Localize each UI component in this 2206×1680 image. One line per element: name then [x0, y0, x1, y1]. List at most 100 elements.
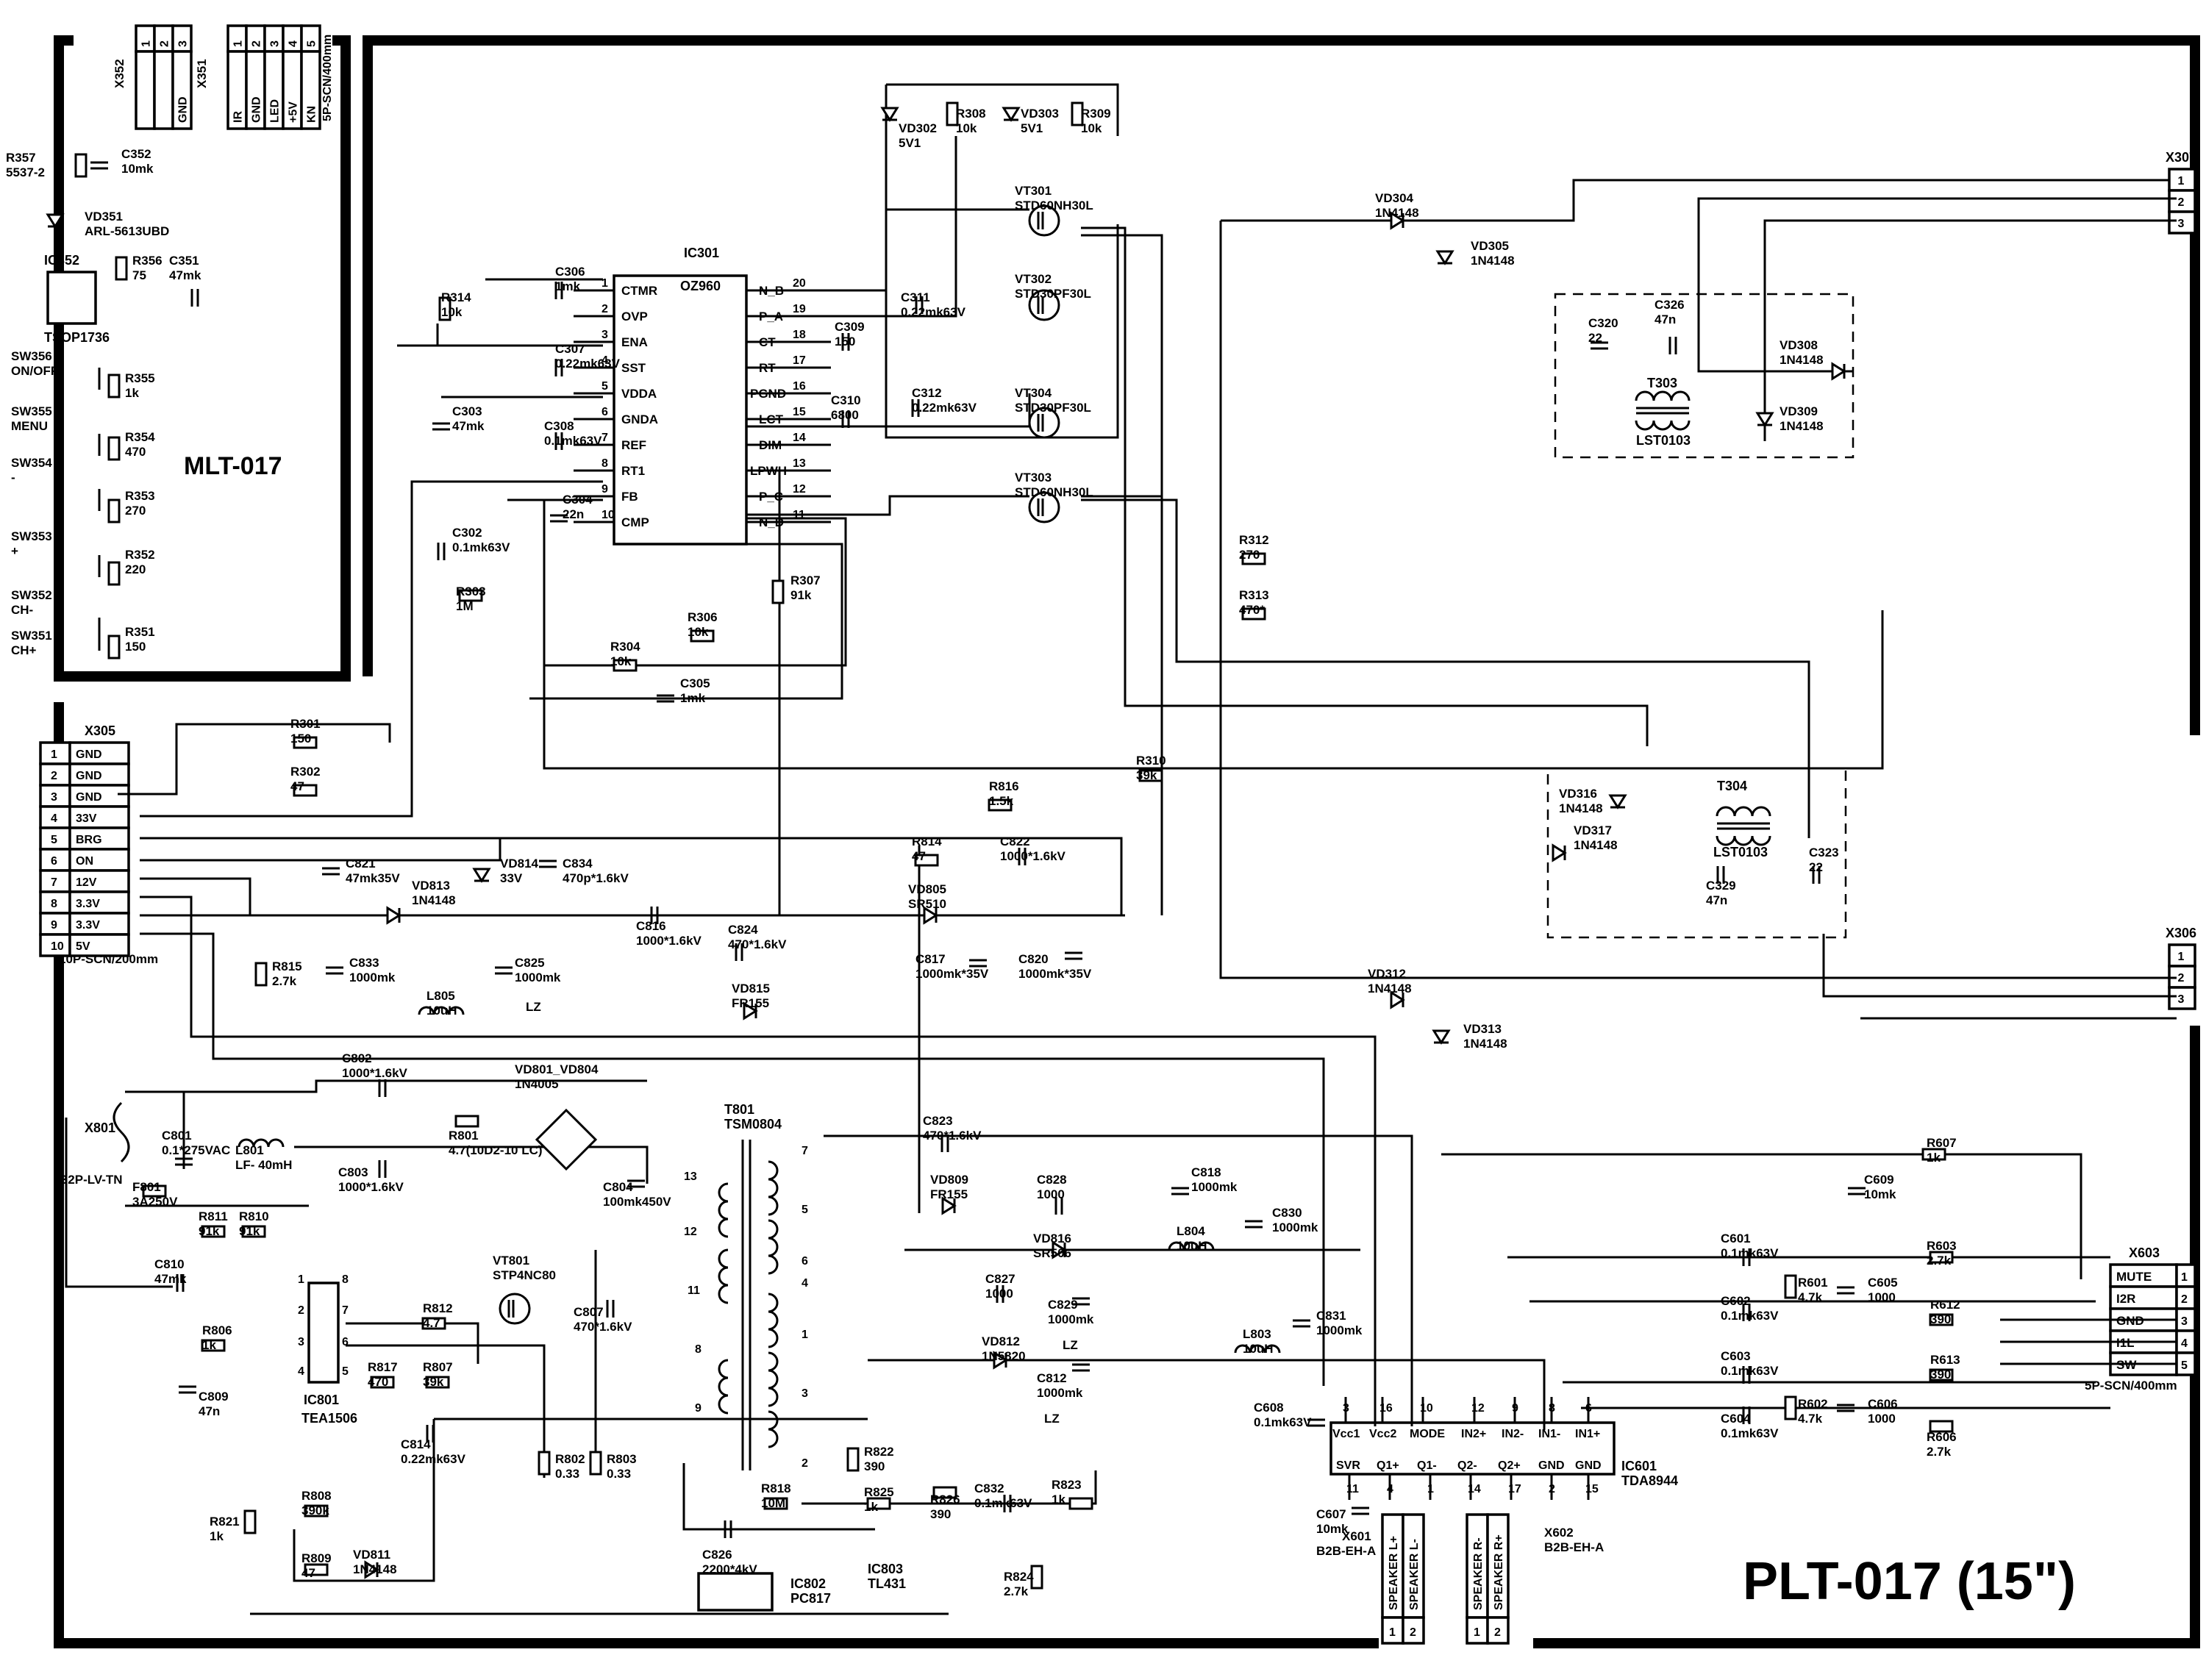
ic301-pin-number: 15: [793, 406, 806, 418]
vd814-ref: VD814: [500, 857, 539, 871]
c305-ref: C305: [680, 676, 710, 690]
r356-value: 75: [132, 268, 146, 282]
vd809-ref: VD809: [930, 1173, 968, 1187]
board-title-main: PLT-017 (15"): [1743, 1552, 2076, 1611]
r310-ref: R310: [1136, 754, 1166, 768]
x602-part: B2B-EH-A: [1544, 1540, 1604, 1554]
connector-pin-number: 8: [51, 898, 57, 910]
r601-ref: R601: [1798, 1276, 1828, 1290]
vd813-ref: VD813: [412, 879, 450, 893]
ic301-right-pins: 20N_B19P_A18CT17RT16PGND15LCT14DIM13LPWH…: [746, 277, 831, 529]
svg-text:7: 7: [342, 1304, 349, 1317]
connector-pin-name: MUTE: [2116, 1270, 2152, 1284]
connector-pin-name: SPEAKER L+: [1388, 1536, 1400, 1610]
diode-symbol: [1390, 990, 1405, 1009]
connector-pin-name: 5V: [76, 940, 90, 953]
r602-value: 4.7k: [1798, 1412, 1823, 1426]
resistor-symbol: [370, 1376, 395, 1389]
wiring: [65, 83, 2177, 1615]
vd801-value: 1N4005: [515, 1077, 559, 1091]
svg-text:11: 11: [688, 1284, 700, 1297]
ic301: IC301 OZ960: [613, 246, 748, 546]
inductor-symbol: [238, 1138, 285, 1148]
r601-value: 4.7k: [1798, 1290, 1823, 1304]
vd309-ref: VD309: [1780, 404, 1818, 418]
ic601-pin-name: MODE: [1410, 1428, 1445, 1440]
ic301-pin-number: 14: [793, 432, 806, 444]
c827-ref: C827: [985, 1272, 1015, 1286]
diode-symbol: [1755, 412, 1774, 427]
connector-pin-number: 3: [177, 40, 190, 47]
vt301-ref: VT301: [1015, 184, 1052, 198]
c602-value: 0.1mk63V: [1721, 1309, 1779, 1323]
ic301-pin-name: OVP: [621, 310, 648, 324]
diode-symbol: [1552, 843, 1567, 862]
c831-ref: C831: [1316, 1309, 1346, 1323]
c303-value: 47mk: [452, 419, 485, 433]
vd305-value: 1N4148: [1471, 254, 1515, 268]
ic801: IC801 TEA1506 12 34 87 65: [298, 1273, 357, 1426]
connector-pin-number: 10: [51, 940, 64, 953]
r612-value: 390: [1930, 1312, 1951, 1326]
r603-ref: R603: [1927, 1239, 1957, 1253]
connector-pin-number-cell: [1466, 1616, 1489, 1645]
vd812-ref: VD812: [982, 1334, 1020, 1348]
inductor-symbol: [1234, 1344, 1281, 1354]
x603-connector: X603 5P-SCN/400mm: [2085, 1245, 2177, 1393]
ic803-ref: IC803: [868, 1562, 903, 1576]
r301-value: 150: [290, 732, 311, 746]
c307-value: 0.22mk63V: [555, 357, 621, 371]
connector-pin-number: 2: [2178, 196, 2185, 209]
r613-value: 390: [1930, 1368, 1951, 1381]
connector-pin-name-cell: [300, 50, 321, 130]
x601-part: B2B-EH-A: [1316, 1544, 1376, 1558]
connector-pin-name-cell: [68, 890, 130, 915]
ic301-pin-number: 3: [602, 329, 608, 341]
resistor-symbol: [115, 256, 128, 281]
r823-value: 1k: [1052, 1493, 1065, 1506]
ic301-ref: IC301: [684, 246, 719, 260]
resistor-symbol: [243, 1509, 257, 1534]
c604-value: 0.1mk63V: [1721, 1426, 1779, 1440]
c816-ref: C816: [636, 919, 666, 933]
r313-ref: R313: [1239, 588, 1269, 602]
connector-pin-name: 12V: [76, 876, 97, 889]
connector-pin-number-cell: [2175, 1285, 2196, 1310]
svg-text:13: 13: [684, 1170, 697, 1183]
connector-pin-number: 2: [251, 40, 263, 47]
ic301-pin-name: VDDA: [621, 387, 657, 401]
ic352: IC352 TSOP1736: [44, 253, 110, 345]
vd305-ref: VD305: [1471, 239, 1509, 253]
connector-pin-name-cell: [171, 50, 193, 130]
sw352-ref: SW352: [11, 588, 52, 602]
resistor-symbol: [1068, 1497, 1093, 1510]
ic301-pin-name: ENA: [621, 335, 648, 349]
resistor-symbol: [538, 1451, 551, 1476]
r310-value: 39k: [1136, 768, 1157, 782]
r351-ref: R351: [125, 625, 155, 639]
ic601-pin-number: 2: [1549, 1483, 1555, 1495]
r612-ref: R612: [1930, 1298, 1960, 1312]
r816-value: 1.5k: [989, 794, 1014, 808]
r823-ref: R823: [1052, 1478, 1082, 1492]
resistor-symbol: [107, 373, 121, 398]
resistor-symbol: [771, 579, 785, 604]
c329-ref: C329: [1706, 879, 1736, 893]
t801-part: TSM0804: [724, 1117, 782, 1132]
c820-value: 1000mk*35V: [1018, 967, 1092, 981]
vt304-ref: VT304: [1015, 386, 1052, 400]
r824-ref: R824: [1004, 1570, 1034, 1584]
r355-value: 1k: [125, 386, 139, 400]
ic601-pin-number: 1: [1427, 1483, 1434, 1495]
connector-pin-number: 9: [51, 919, 57, 932]
c825-value: 1000mk: [515, 971, 561, 984]
r821-ref: R821: [210, 1515, 240, 1529]
r808-value: 390k: [301, 1504, 329, 1518]
ic301-pin-number: 2: [602, 303, 608, 315]
svg-text:1: 1: [298, 1273, 304, 1286]
diode-symbol: [472, 868, 491, 883]
r354-value: 470: [125, 445, 146, 459]
r308-value: 10k: [956, 121, 977, 135]
